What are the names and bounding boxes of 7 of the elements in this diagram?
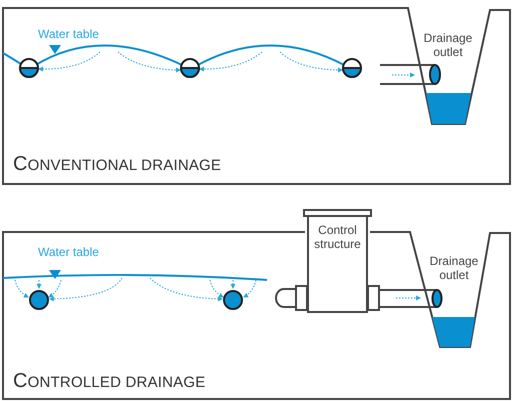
control-structure-box: Control structure (307, 215, 368, 313)
section-heading: CONVENTIONAL DRAINAGE (13, 157, 222, 173)
outlet-label: Drainage outlet (428, 254, 480, 282)
water-table-label: Water table (38, 27, 99, 41)
water-table-label: Water table (38, 245, 99, 259)
section-heading: CONTROLLED DRAINAGE (13, 374, 206, 390)
outlet-label: Drainage outlet (422, 31, 474, 59)
